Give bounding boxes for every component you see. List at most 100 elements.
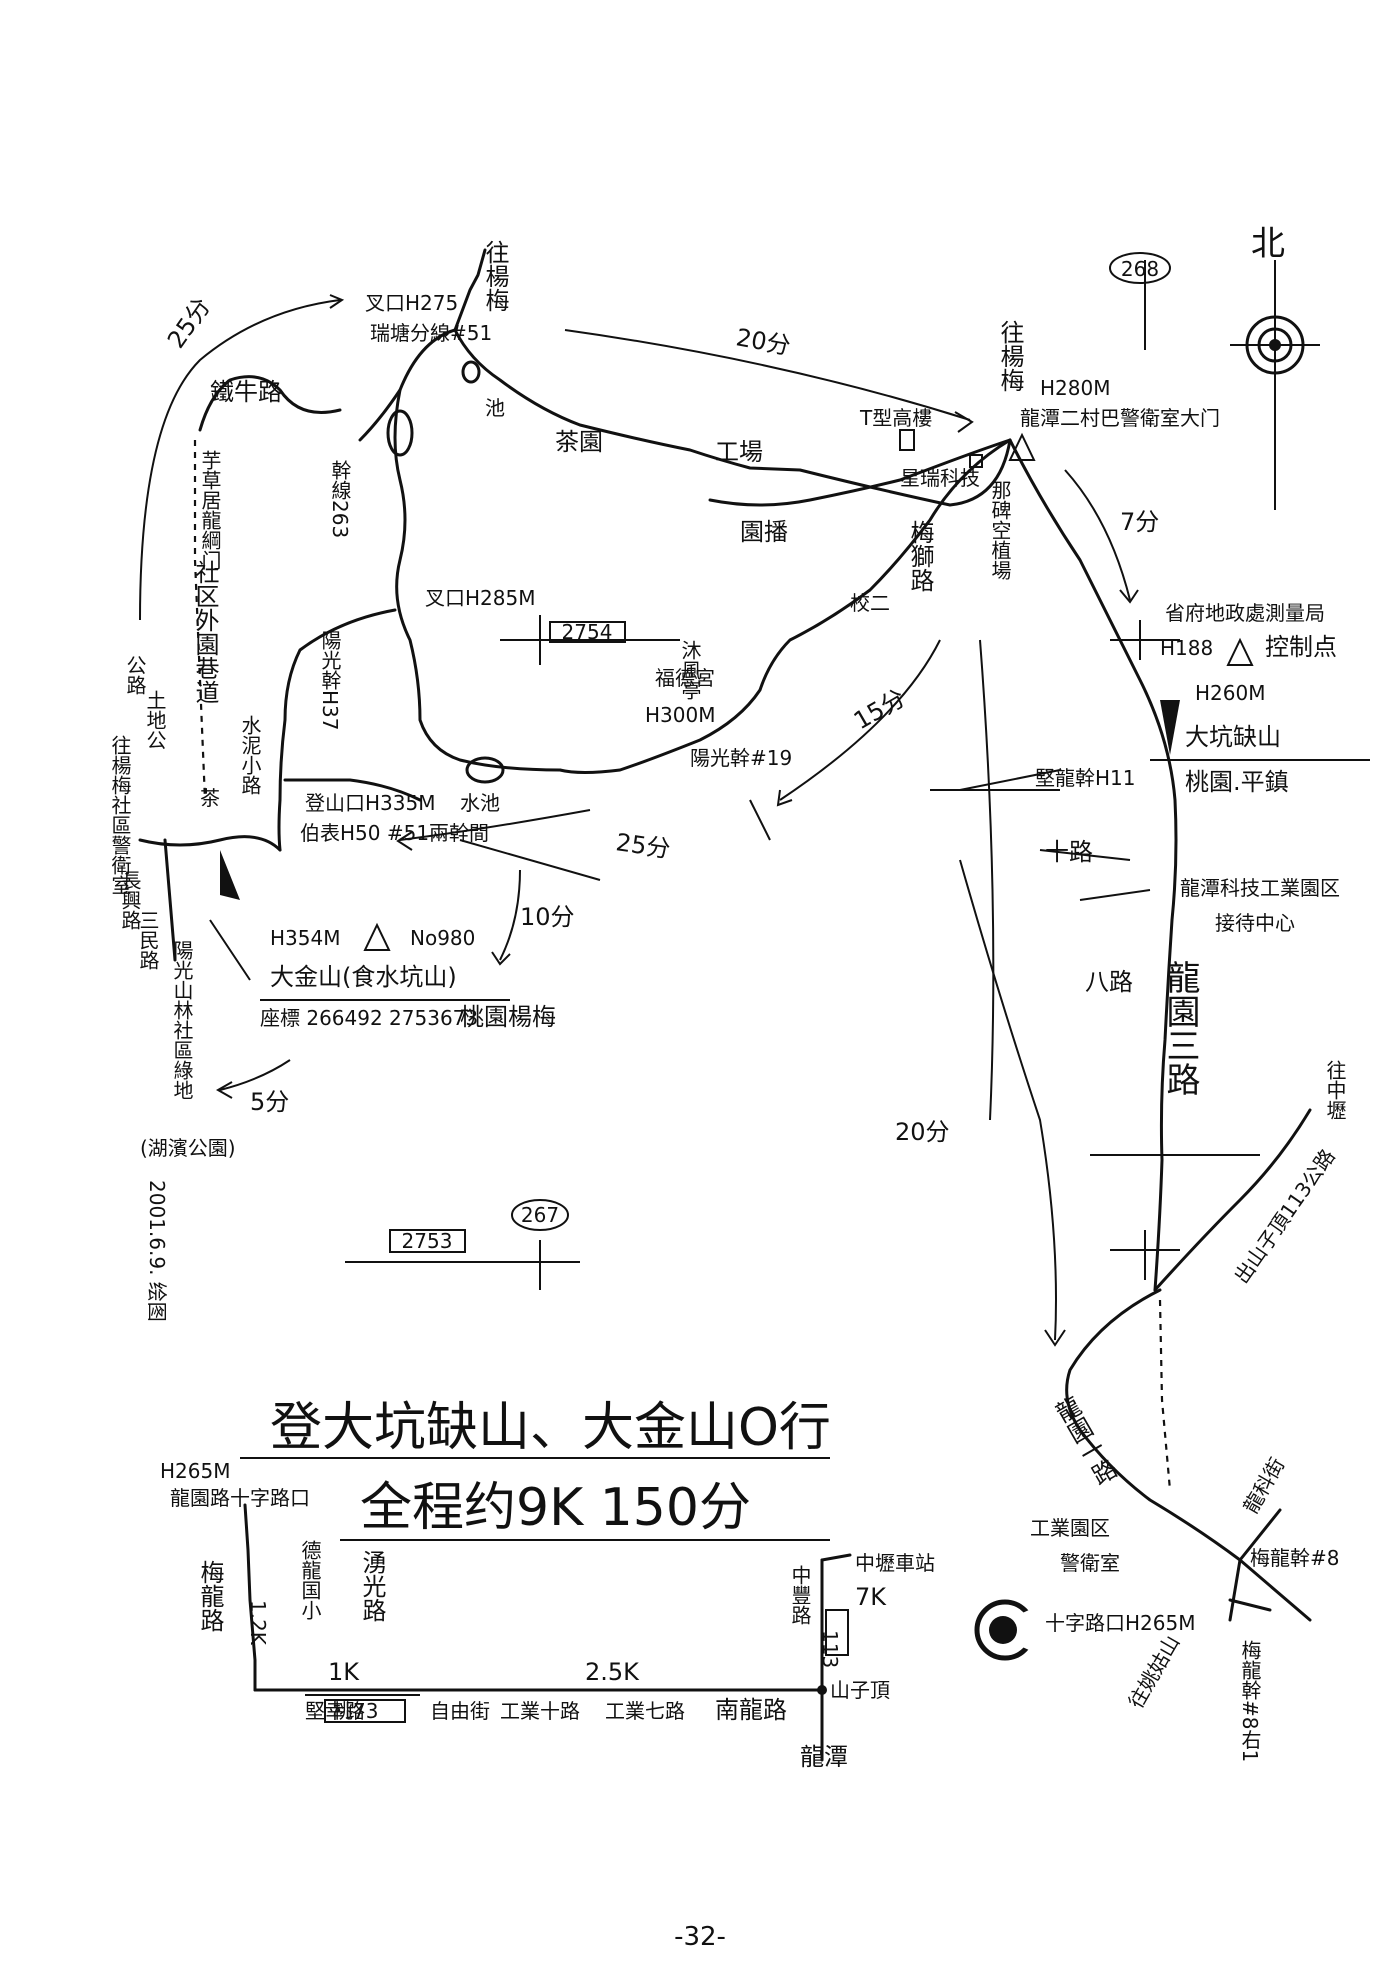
black-pointer-icon xyxy=(220,850,240,900)
label-pillar-11: 堅龍幹H11 xyxy=(1035,766,1136,790)
label-cement-path: 水泥小路 xyxy=(238,715,262,795)
bottom-mei-long: 梅龍路 xyxy=(196,1560,224,1632)
label-longyuan-3: 龍園三路 xyxy=(1160,960,1200,1096)
label-to-shimen: 往姚姑山 xyxy=(1124,1631,1185,1712)
label-pond-top: 池 xyxy=(485,396,505,420)
label-longyuan-1: 龍園一路 xyxy=(1048,1393,1120,1490)
time-10: 10分 xyxy=(520,903,575,931)
bottom-zhongfeng: 中豐路 xyxy=(788,1565,812,1625)
bottom-gong10: 工業十路 xyxy=(500,1699,580,1723)
bottom-start: 龍園路十字路口 xyxy=(170,1486,310,1510)
bottom-dist-7: 7K xyxy=(855,1583,887,1611)
label-h300: H300M xyxy=(645,703,715,727)
label-pillar-19: 陽光幹#19 xyxy=(690,746,792,770)
bottom-tangguang: 湧光路 xyxy=(358,1550,386,1622)
bottom-delong-school: 德龍国小 xyxy=(298,1540,322,1620)
triangle-marker-icon xyxy=(363,922,391,951)
label-school-2: 校二 xyxy=(850,591,890,615)
bottom-shanziding: 山子頂 xyxy=(830,1678,890,1702)
grid-lines xyxy=(209,260,1370,1290)
time-25a: 25分 xyxy=(162,293,216,354)
grid-number-2754: 2754 xyxy=(562,620,613,644)
label-pillar-37: 陽光幹H37 xyxy=(318,630,342,731)
label-changxing-road: 長興路 xyxy=(118,870,142,930)
label-school: 星瑞科技 xyxy=(900,466,980,490)
label-tech-park: 龍潭科技工業園区 xyxy=(1180,876,1340,900)
label-tudi-gong: 土地公 xyxy=(143,690,167,750)
label-lakeside: (湖濱公園) xyxy=(140,1136,236,1160)
grid-number-2753: 2753 xyxy=(402,1229,453,1253)
label-coords: 座標 266492 2753673 xyxy=(260,1006,478,1030)
time-25b: 25分 xyxy=(614,828,672,863)
label-control-point: 控制点 xyxy=(1265,633,1337,661)
label-pillar-263: 幹線263 xyxy=(328,459,352,539)
label-dakeng: 大坑缺山 xyxy=(1185,723,1281,751)
time-15: 15分 xyxy=(849,684,910,736)
label-to-zhongli: 往中壢 xyxy=(1323,1060,1347,1120)
triangle-marker-icon xyxy=(1008,432,1036,461)
time-7: 7分 xyxy=(1120,508,1159,536)
grid-number-268: 268 xyxy=(1121,257,1159,281)
grid-number-267: 267 xyxy=(521,1203,559,1227)
label-tieniu-road: 鐵牛路 xyxy=(210,378,282,406)
label-dajin: 大金山(食水坑山) xyxy=(270,963,457,991)
tower-icon xyxy=(899,429,915,451)
bottom-jianxing: 堅幸路 xyxy=(305,1699,365,1723)
bottom-ziyou: 自由街 xyxy=(430,1699,490,1723)
label-police-door: 龍潭二村巴警衛室大门 xyxy=(1020,406,1220,430)
page-number: -32- xyxy=(674,1922,726,1952)
label-taoyuan-ping: 桃園.平鎮 xyxy=(1185,768,1289,796)
label-junction-265: 十字路口H265M xyxy=(1045,1611,1195,1635)
triangle-marker-icon xyxy=(1226,637,1254,666)
label-pillar-8r1: 梅龍幹#8右1 xyxy=(1238,1640,1262,1763)
label-junction-275: 叉口H275 xyxy=(365,291,458,315)
label-mei-shi-road: 梅獅路 xyxy=(906,520,934,592)
label-survey-office: 省府地政處測量局 xyxy=(1165,601,1325,625)
bus-station-logo-icon xyxy=(974,1599,1040,1661)
label-pond-left: 水池 xyxy=(460,791,500,815)
label-yuan-bo: 園播 xyxy=(740,518,788,546)
bottom-highway-num: 113 xyxy=(818,1630,842,1668)
label-junction-285: 叉口H285M xyxy=(425,586,535,610)
label-to-yangmei-1: 往楊梅 xyxy=(481,240,509,312)
north-compass: 北 xyxy=(1230,224,1320,510)
label-longke-st: 龍科街 xyxy=(1239,1454,1290,1518)
markers xyxy=(220,429,1254,1661)
label-h354: H354M xyxy=(270,926,340,950)
bottom-nanlong: 南龍路 xyxy=(715,1696,787,1724)
label-fude-temple: 福德宮 xyxy=(655,666,715,690)
label-ten-road: 十路 xyxy=(1045,838,1093,866)
bottom-route-diagram: H265M 龍園路十字路口 梅龍路 1.2K 德龍国小 湧光路 1K 堅幸路 桃… xyxy=(160,1459,935,1771)
label-cha: 茶 xyxy=(200,786,220,810)
time-arrows xyxy=(139,294,1139,1347)
label-h188: H188 xyxy=(1160,636,1213,660)
bottom-dist-1: 1K xyxy=(328,1658,360,1686)
label-to-yangmei-2: 往楊梅 xyxy=(996,320,1024,392)
bottom-gong7: 工業七路 xyxy=(605,1699,685,1723)
title-block: 登大坑缺山、大金山O行 全程约9K 150分 2001.6.9. 绘图 xyxy=(145,1180,831,1541)
label-mountain-mouth: 登山口H335M xyxy=(305,791,435,815)
label-gongchang: 工場 xyxy=(715,438,763,466)
bottom-dist-2-5: 2.5K xyxy=(585,1658,640,1686)
black-pointer-icon xyxy=(1160,700,1180,755)
time-20b: 20分 xyxy=(895,1118,950,1146)
time-20: 20分 xyxy=(734,323,793,360)
bottom-dist-1-2: 1.2K xyxy=(246,1600,270,1646)
label-no980: No980 xyxy=(410,926,475,950)
main-trail xyxy=(138,248,1312,1622)
label-power-pole: 伯表H50 #51兩幹間 xyxy=(300,821,489,845)
label-ba-road: 八路 xyxy=(1085,968,1133,996)
north-label: 北 xyxy=(1251,224,1285,264)
bottom-bus-station: 中壢車站 xyxy=(855,1551,935,1575)
label-yangguang-park: 陽光山林社區綠地 xyxy=(170,940,194,1100)
grid-numbers: 268 2754 2753 267 xyxy=(389,252,1171,1253)
label-cha-yuan: 茶園 xyxy=(555,428,603,456)
label-tower: T型高樓 xyxy=(859,406,932,430)
label-h280: H280M xyxy=(1040,376,1110,400)
label-plant: 那碑空植場 xyxy=(988,480,1012,580)
bottom-longtan: 龍潭 xyxy=(800,1743,848,1771)
building-icon xyxy=(969,454,983,468)
label-h260: H260M xyxy=(1195,681,1265,705)
label-sanmin-road: 三民路 xyxy=(136,910,160,970)
